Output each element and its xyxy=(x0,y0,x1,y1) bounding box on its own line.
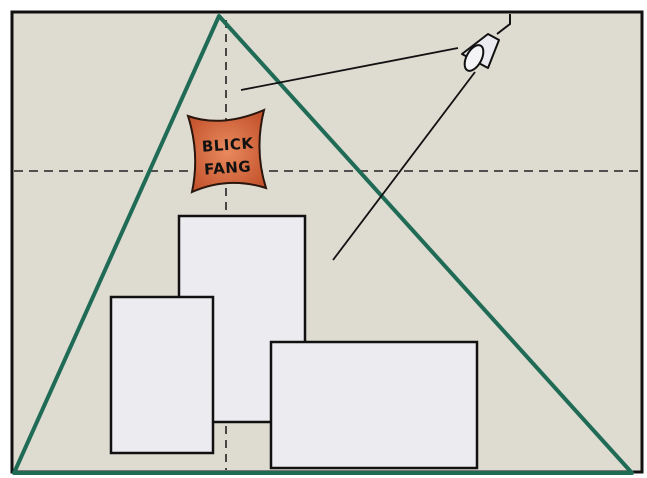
wide-right-panel xyxy=(271,342,477,468)
focal-label-line2: FANG xyxy=(204,157,252,178)
left-panel xyxy=(111,297,213,453)
focal-label-line1: BLICK xyxy=(201,134,255,156)
focal-point-badge: BLICK FANG xyxy=(188,110,266,192)
